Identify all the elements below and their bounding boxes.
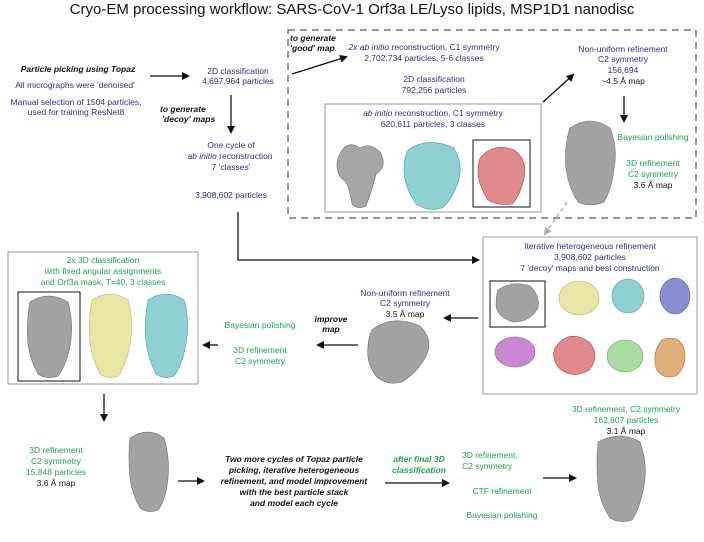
figure-title: Cryo-EM processing workflow: SARS-CoV-1 … [69,1,635,18]
picking-manual-selection: Manual selection of 1504 particles, [10,97,142,107]
refine-mid-label: 3D refinement [233,345,287,355]
refine-bl-resolution: 3.6 Å map [36,478,76,488]
decoy-map-yellow [558,280,600,316]
abinitio-class-1-map [336,144,384,208]
final-result-label: 3D refinement, C2 symmetry [571,404,681,414]
nu-mid-resolution: 3.5 Å map [385,309,425,319]
hetero-best-map [495,283,539,323]
abinitio-2x-label: 2x ab initio reconstruction, C1 symmetry [348,42,500,52]
class3d-class-1-map [27,295,72,378]
refine-bl-count: 15,848 particles [25,467,86,477]
decoy-map-pink [553,335,596,375]
decoy-map-green [606,339,644,373]
two-cycles-line1: Two more cycles of Topaz particle [225,454,363,464]
good-map-label-1: to generate [290,33,336,43]
class3d-class-3-map [145,293,188,378]
nu-top-map [565,120,616,206]
final-result-count: 162,607 particles [593,415,659,425]
bayes-mid: Bayesian polishing [224,320,296,330]
good-map-dashed-box [287,29,697,219]
final-map [596,435,646,522]
after-final-label-1: after final 3D [393,454,445,464]
abinitio-c1-label: ab initio reconstruction, C1 symmetry [363,108,503,118]
nu-top-count: 156,694 [607,65,639,75]
improve-map-label-2: map [322,324,340,334]
picking-heading: Particle picking using Topaz [20,64,136,74]
abinitio-c1-count: 620,611 particles, 3 classes [380,119,486,129]
two-cycles-line5: and model each cycle [250,498,338,508]
decoy-maps-label-2: 'decoy' maps [162,114,216,124]
final-result-resolution: 3.1 Å map [606,426,646,436]
decoy-map-tan [654,337,686,378]
hetero-refinement-box [482,236,698,395]
abinitio-2x-count: 2,702,734 particles, 5-6 classes [364,53,484,63]
abinitio-class-2-map [403,142,461,210]
class2d-main-count: 4,697,964 particles [202,76,274,86]
nu-top-symmetry: C2 symmetry [597,54,649,64]
hetero-selected-map-box [489,280,546,328]
nu-top-label: Non-uniform refinement [578,44,668,54]
class2d-main-label: 2D classification [207,66,269,76]
two-cycles-line4: with the best particle stack [239,487,349,497]
class2d-second-count: 792,256 particles [401,85,467,95]
nu-mid-label: Non-uniform refinement [360,288,450,298]
arrow-2d-to-abinitio-2x [291,54,348,75]
abinitio-class-3-map [477,147,526,205]
refine-bl-label: 3D refinement [29,445,83,455]
one-cycle-count: 3,908,602 particles [195,190,267,200]
hetero-label: Iterative heterogeneous refinement [524,241,656,251]
one-cycle-classes: 7 'classes' [211,162,251,172]
class3d-box [7,251,199,385]
after-final-label-2: classification [392,465,446,475]
final-steps-symmetry: C2 symmetry [462,461,513,471]
class3d-class-2-map [89,293,132,378]
refine-mid-symmetry: C2 symmetry [234,356,286,366]
refine-bl-symmetry: C2 symmetry [30,456,82,466]
final-steps-refine: 3D refinement, [462,450,518,460]
picking-denoised: All micrographs were 'denoised' [15,80,135,90]
hetero-decoys: 7 'decoy' maps and best construction [520,263,660,273]
refine-top-symmetry: C2 symmetry [627,169,679,179]
decoy-map-violet [659,277,691,315]
class3d-mask: and Orf3a mask, T=40, 3 classes [40,277,166,287]
refine-top-resolution: 3.6 Å map [633,180,673,190]
class2d-second-label: 2D classification [403,74,465,84]
bayes-top: Bayesian polishing [617,132,689,142]
arrow-to-nu-top [542,73,575,103]
arrow-one-cycle-to-hetero [237,212,480,264]
decoy-map-magenta [494,336,536,368]
decoy-map-cyan [611,278,645,314]
nu-mid-map [367,320,430,384]
class3d-label: 2x 3D classification [66,255,140,265]
final-steps-ctf: CTF refinement [472,486,532,496]
final-steps-bayes: Bayesian polishing [466,510,538,520]
improve-map-label-1: improve [314,314,348,324]
nu-top-resolution: ~4.5 Å map [601,76,645,86]
refine-top-label: 3D refinement [626,158,680,168]
picking-training: used for training ResNet8 [27,107,125,117]
one-cycle-abinitio: ab initio reconstruction [187,151,273,161]
class3d-angular: with fixed angular assignments [44,266,162,276]
abinitio-selected-class-box [472,139,531,208]
bottom-left-map [128,431,169,512]
hetero-count: 3,908,602 particles [554,252,626,262]
nu-mid-symmetry: C2 symmetry [379,298,431,308]
decoy-maps-label-1: to generate [160,104,206,114]
abinitio-c1-box [324,103,542,213]
two-cycles-line2: picking, iterative heterogeneous [228,465,360,475]
class3d-selected-class-box [17,291,81,382]
two-cycles-line3: refinement, and model improvement [220,476,368,486]
one-cycle-label: One cycle of [207,140,255,150]
good-map-label-2: 'good' map [290,43,335,53]
